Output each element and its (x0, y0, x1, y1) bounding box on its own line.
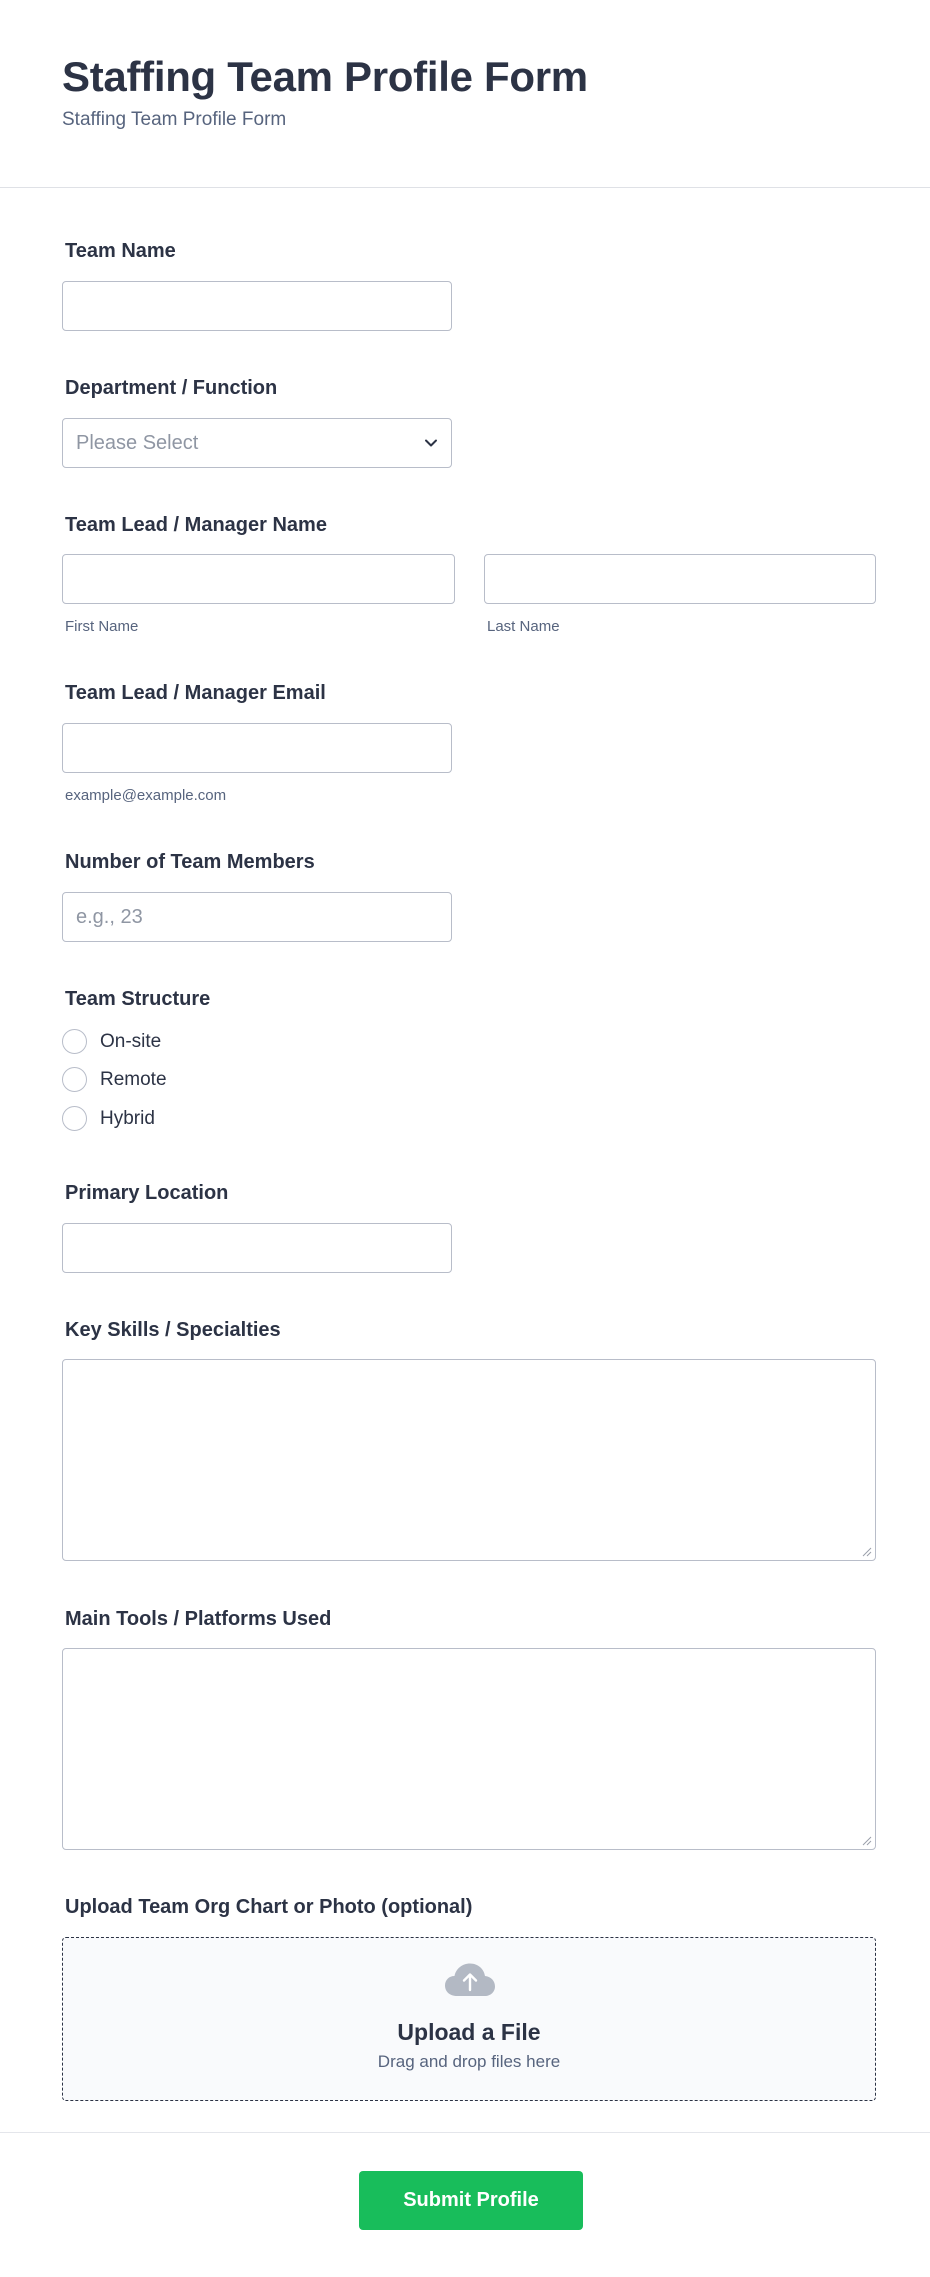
first-name-sublabel: First Name (65, 618, 139, 635)
form-subtitle: Staffing Team Profile Form (62, 109, 287, 130)
resize-grip-icon[interactable] (860, 1834, 872, 1846)
department-label: Department / Function (65, 377, 278, 399)
department-select[interactable]: Please Select (62, 418, 452, 468)
radio-button[interactable] (62, 1106, 87, 1131)
footer-divider (0, 2132, 930, 2133)
cloud-upload-icon (445, 1963, 495, 1996)
submit-button[interactable]: Submit Profile (359, 2171, 583, 2230)
location-label: Primary Location (65, 1182, 229, 1204)
tools-label: Main Tools / Platforms Used (65, 1608, 332, 1630)
department-select-value: Please Select (76, 432, 199, 454)
file-upload-dropzone[interactable]: Upload a File Drag and drop files here (62, 1937, 876, 2101)
lead-name-label: Team Lead / Manager Name (65, 514, 327, 536)
upload-hint: Drag and drop files here (377, 2052, 561, 2071)
radio-button[interactable] (62, 1029, 87, 1054)
team-name-label: Team Name (65, 240, 176, 262)
radio-option-label: Remote (100, 1069, 167, 1090)
last-name-sublabel: Last Name (487, 618, 560, 635)
lead-email-input[interactable] (62, 723, 452, 773)
structure-label: Team Structure (65, 988, 211, 1010)
tools-textarea[interactable] (62, 1648, 876, 1850)
upload-label: Upload Team Org Chart or Photo (optional… (65, 1896, 473, 1918)
skills-textarea[interactable] (62, 1359, 876, 1561)
first-name-input[interactable] (62, 554, 455, 604)
upload-title: Upload a File (397, 2019, 541, 2045)
member-count-label: Number of Team Members (65, 851, 315, 873)
form-header: Staffing Team Profile Form Staffing Team… (0, 0, 930, 188)
resize-grip-icon[interactable] (860, 1545, 872, 1557)
radio-button[interactable] (62, 1067, 87, 1092)
last-name-input[interactable] (484, 554, 876, 604)
team-name-input[interactable] (62, 281, 452, 331)
form-title: Staffing Team Profile Form (62, 53, 588, 100)
member-count-input[interactable]: e.g., 23 (62, 892, 452, 942)
radio-option-label: On-site (100, 1031, 162, 1052)
member-count-placeholder: e.g., 23 (76, 906, 143, 928)
lead-email-label: Team Lead / Manager Email (65, 682, 326, 704)
skills-label: Key Skills / Specialties (65, 1319, 281, 1341)
lead-email-sublabel: example@example.com (65, 787, 227, 804)
location-input[interactable] (62, 1223, 452, 1273)
radio-option-label: Hybrid (100, 1108, 155, 1129)
chevron-down-icon (425, 439, 437, 447)
